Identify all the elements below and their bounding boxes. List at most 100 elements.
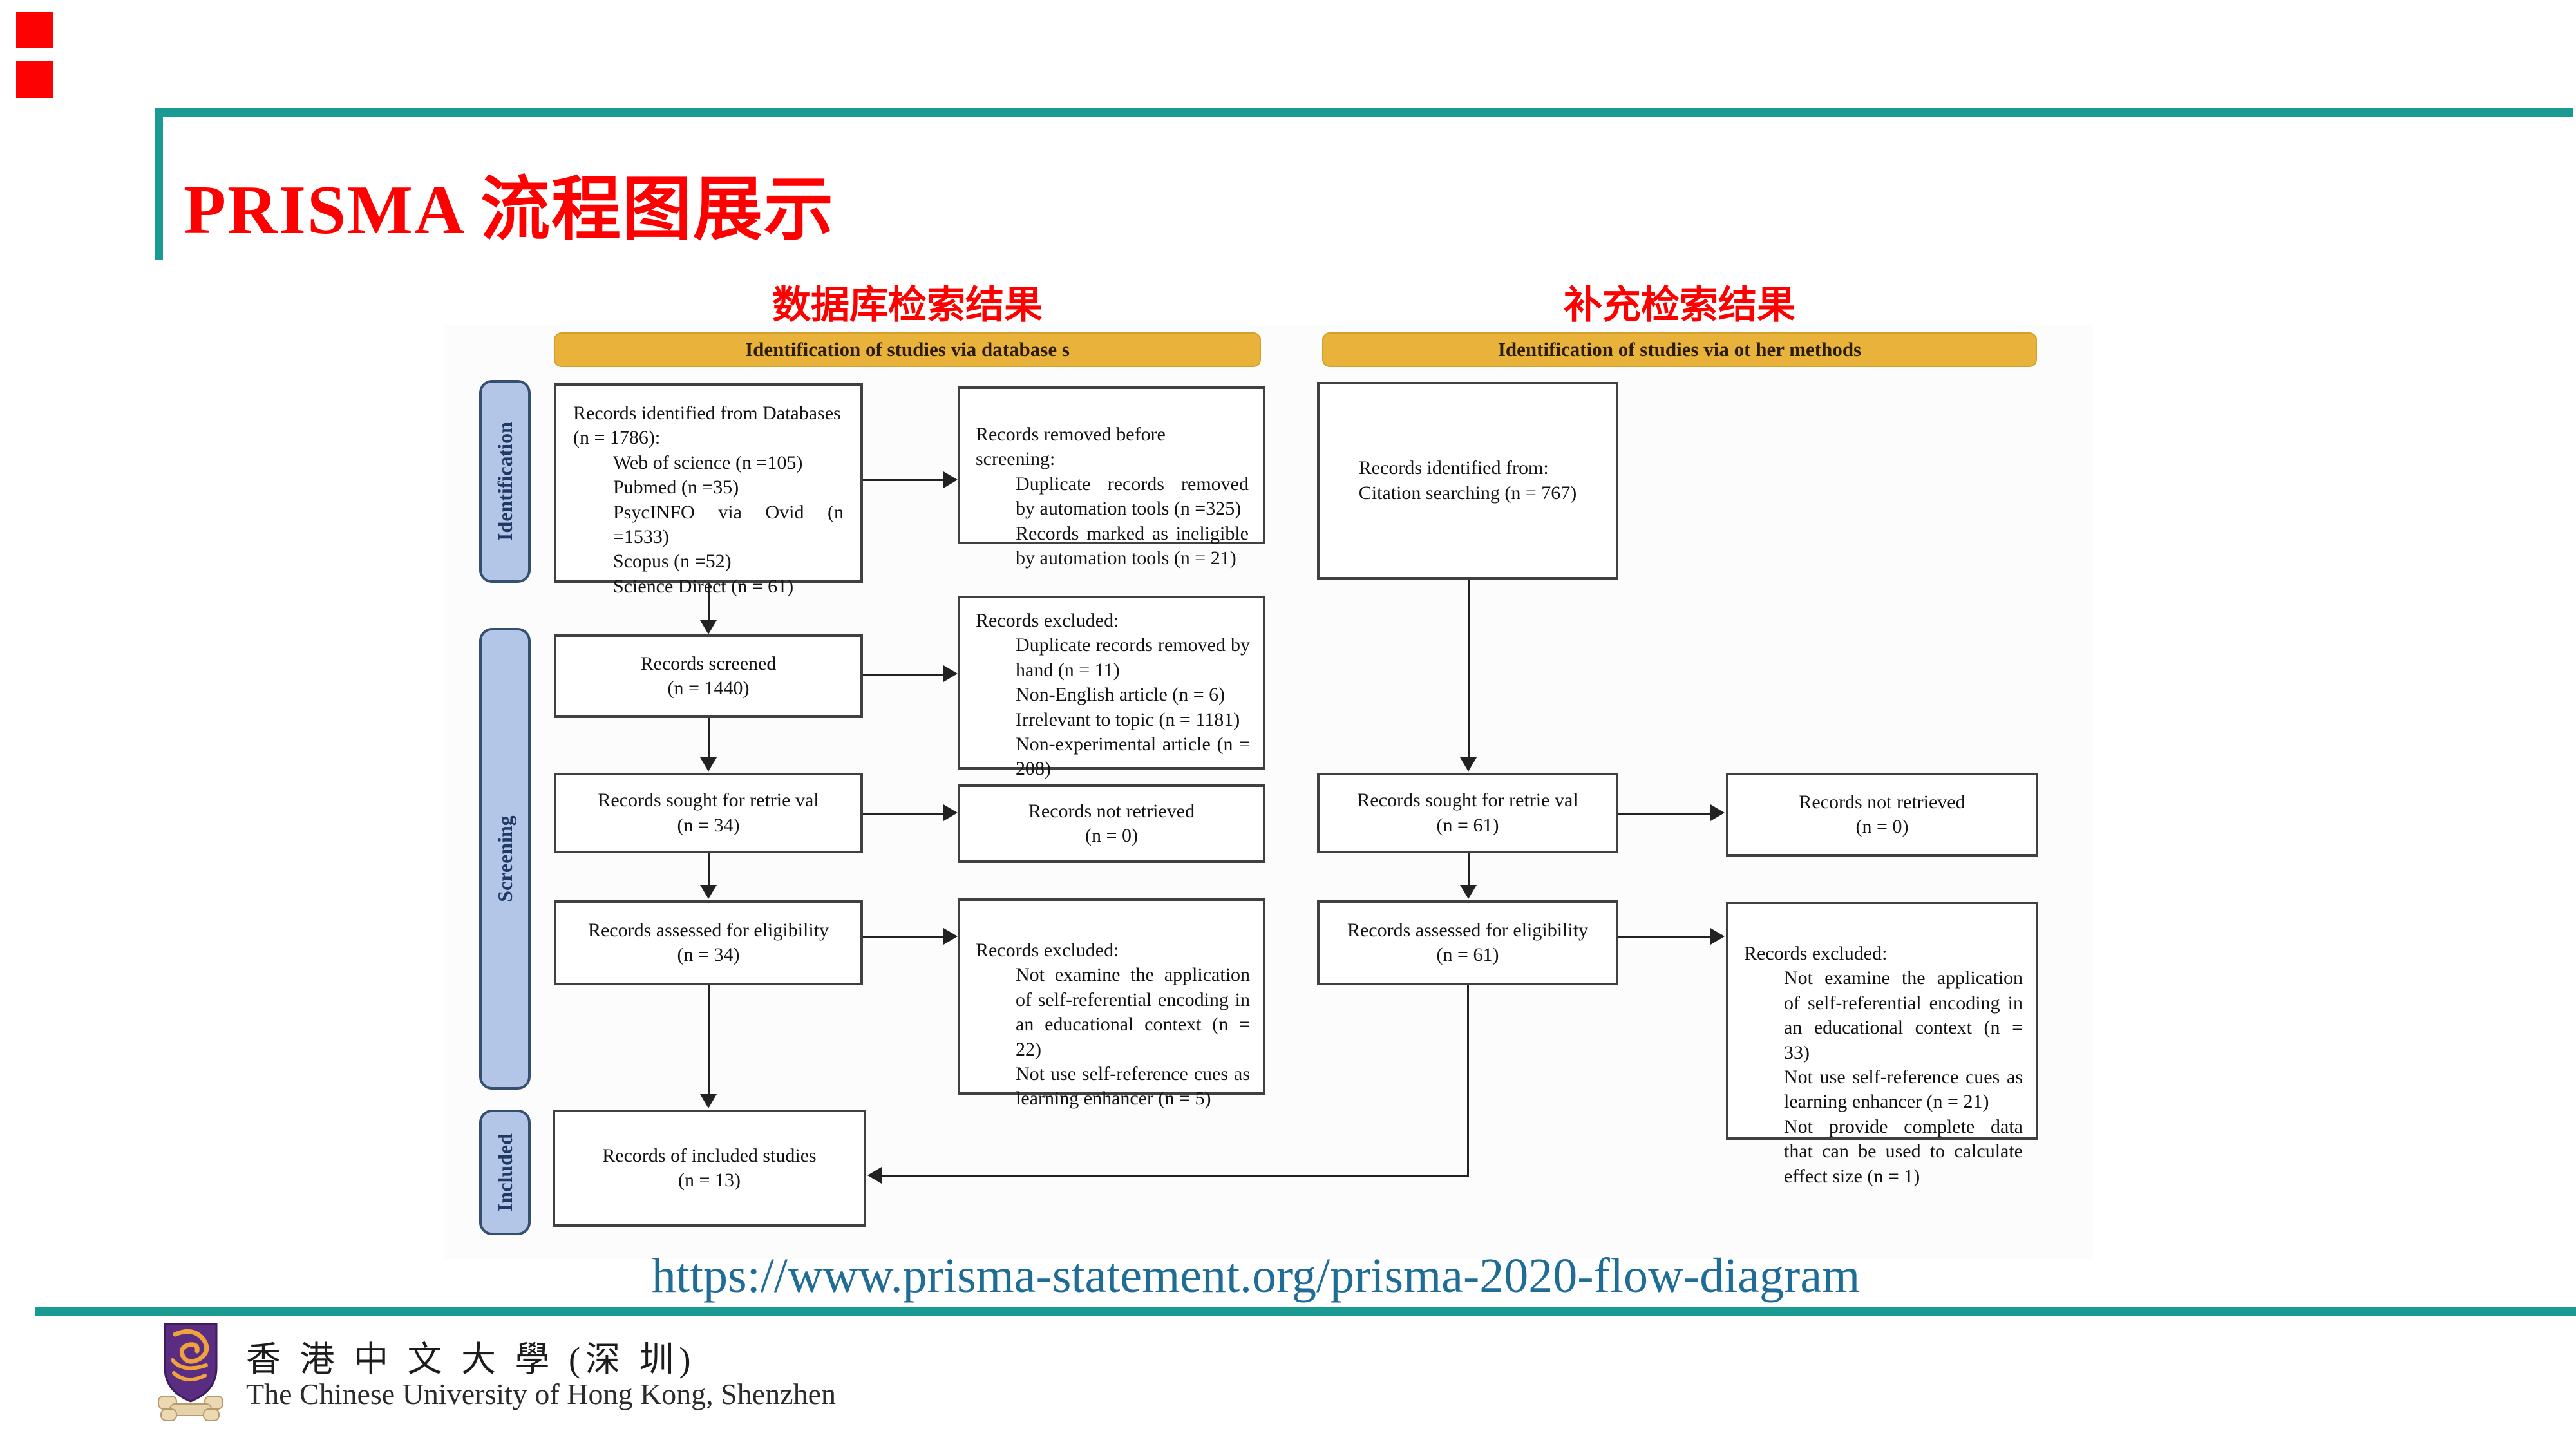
arrow-eligibility-to-excluded-left — [863, 936, 943, 938]
box-line: (n = 61) — [1436, 814, 1499, 836]
box-line: (n = 0) — [1855, 816, 1909, 837]
box-line: Pubmed (n =35) — [613, 477, 739, 498]
corner-square-top — [16, 12, 53, 48]
stage-screening: Screening — [479, 628, 531, 1090]
top-rule — [155, 108, 2573, 117]
box-records-excluded-screening: Records excluded: Duplicate records remo… — [958, 596, 1265, 779]
box-line: Records excluded: — [976, 940, 1119, 961]
arrowhead-right-to-included — [867, 1167, 882, 1184]
box-records-identified-databases: Records identified from Databases (n = 1… — [554, 383, 863, 597]
box-line: Records assessed for eligibility — [1347, 919, 1589, 941]
box-records-excluded-eligibility-left: Records excluded: Not examine the applic… — [958, 898, 1265, 1109]
column-label-database: 数据库检索结果 — [772, 283, 1043, 328]
arrowhead-eligibility-to-included — [700, 1094, 717, 1108]
arrow-sought-to-notretrieved-left — [863, 813, 943, 815]
arrow-sought-to-eligibility-right — [1468, 853, 1470, 885]
box-line: Records excluded: — [1744, 943, 1888, 964]
box-line: Web of science (n =105) — [613, 451, 803, 473]
arrowhead-eligibility-to-excluded-right — [1710, 928, 1725, 945]
box-records-excluded-eligibility-right: Records excluded: Not examine the applic… — [1726, 902, 2038, 1187]
box-line: Duplicate records removed by automation … — [1016, 473, 1249, 520]
cuhk-logo — [157, 1321, 224, 1426]
stage-included: Included — [479, 1110, 531, 1235]
box-eligibility-left: Records assessed for eligibility (n = 34… — [554, 900, 863, 985]
arrowhead-sought-to-eligibility-left — [700, 885, 717, 899]
box-line: Science Direct (n = 61) — [613, 575, 794, 597]
page-title: PRISMA 流程图展示 — [184, 172, 835, 249]
box-line: Records of included studies — [602, 1144, 817, 1166]
box-line: Duplicate records removed by hand (n = 1… — [1016, 634, 1250, 681]
box-line: PsycINFO via Ovid (n =1533) — [613, 501, 844, 547]
box-line: Records assessed for eligibility — [587, 919, 829, 941]
arrowhead-screened-to-excluded — [943, 665, 958, 682]
box-line: (n = 0) — [1085, 825, 1138, 846]
org-name-english: The Chinese University of Hong Kong, She… — [246, 1378, 837, 1410]
arrow-db-to-removed — [863, 479, 943, 481]
bottom-rule — [35, 1307, 2576, 1316]
column-label-supplement: 补充检索结果 — [1564, 283, 1795, 328]
arrow-sought-to-eligibility-left — [708, 853, 710, 885]
box-line: Records screened — [640, 652, 777, 674]
arrowhead-eligibility-to-excluded-left — [943, 928, 958, 945]
stage-identification-label: Identification — [493, 422, 516, 541]
box-line: Records not retrieved — [1799, 791, 1965, 813]
box-line: Not examine the application of self-refe… — [1784, 967, 2023, 1063]
box-line: Records marked as ineligible by automati… — [1016, 522, 1249, 569]
box-citation-identified: Records identified from: Citation search… — [1317, 382, 1618, 580]
box-line: Non-English article (n = 6) — [1016, 684, 1226, 706]
prisma-url: https://www.prisma-statement.org/prisma-… — [451, 1248, 2061, 1304]
arrow-screened-to-excluded — [863, 674, 943, 676]
box-not-retrieved-right: Records not retrieved (n = 0) — [1726, 773, 2038, 857]
box-line: Scopus (n =52) — [613, 551, 732, 573]
arrow-screened-to-sought — [708, 718, 710, 757]
box-sought-retrieval-right: Records sought for retrie val (n = 61) — [1317, 773, 1618, 853]
box-line: Citation searching (n = 767) — [1358, 482, 1577, 504]
box-line: (n = 34) — [677, 944, 740, 965]
cuhk-shield-icon — [158, 1323, 223, 1421]
box-line: Records sought for retrie val — [598, 790, 819, 811]
arrow-citation-to-sought — [1468, 580, 1470, 759]
left-rule — [155, 108, 163, 260]
org-name-chinese: 香 港 中 文 大 學 (深 圳) — [246, 1340, 696, 1379]
stage-included-label: Included — [493, 1133, 516, 1211]
box-line: Non-experimental article (n = 208) — [1016, 733, 1250, 780]
box-records-screened: Records screened (n = 1440) — [554, 634, 863, 718]
arrowhead-db-to-screened — [700, 620, 717, 634]
box-eligibility-right: Records assessed for eligibility (n = 61… — [1317, 900, 1618, 985]
box-line: Records identified from Databases — [573, 402, 841, 424]
box-records-removed-before-screening: Records removed before screening: Duplic… — [958, 386, 1265, 569]
banner-database-methods: Identification of studies via database s — [554, 332, 1261, 367]
prisma-url-link[interactable]: https://www.prisma-statement.org/prisma-… — [651, 1249, 1861, 1303]
banner-other-methods: Identification of studies via ot her met… — [1322, 332, 2037, 367]
arrow-right-eligibility-down — [1467, 985, 1469, 1177]
box-line: Records not retrieved — [1028, 800, 1195, 822]
arrow-sought-to-notretrieved-right — [1618, 813, 1710, 815]
box-line: Not use self-reference cues as learning … — [1016, 1063, 1250, 1110]
box-line: (n = 1786): — [573, 427, 661, 449]
box-not-retrieved-left: Records not retrieved (n = 0) — [958, 784, 1265, 863]
box-line: Records identified from: — [1358, 457, 1549, 479]
box-line: Not use self-reference cues as learning … — [1784, 1066, 2023, 1113]
stage-identification: Identification — [479, 380, 531, 583]
corner-square-bottom — [16, 61, 53, 98]
arrowhead-screened-to-sought — [700, 757, 717, 772]
box-line: (n = 34) — [677, 814, 740, 836]
box-sought-retrieval-left: Records sought for retrie val (n = 34) — [554, 773, 863, 853]
box-line: (n = 13) — [678, 1170, 741, 1191]
box-included-studies: Records of included studies (n = 13) — [553, 1110, 866, 1227]
box-line: Not examine the application of self-refe… — [1016, 964, 1250, 1060]
box-line: Records sought for retrie val — [1357, 790, 1578, 811]
arrow-right-to-included-horizontal — [880, 1175, 1469, 1177]
box-line: (n = 61) — [1436, 944, 1499, 965]
box-line: Records excluded: — [976, 610, 1119, 631]
arrowhead-sought-to-notretrieved-right — [1710, 804, 1725, 821]
box-line: Not provide complete data that can be us… — [1784, 1115, 2023, 1187]
arrow-eligibility-to-excluded-right — [1618, 936, 1710, 938]
box-line: Irrelevant to topic (n = 1181) — [1016, 708, 1240, 730]
stage-screening-label: Screening — [493, 815, 516, 902]
arrowhead-citation-to-sought — [1460, 757, 1477, 772]
arrowhead-sought-to-eligibility-right — [1460, 885, 1477, 899]
arrowhead-sought-to-notretrieved-left — [943, 804, 958, 821]
arrow-db-to-screened — [708, 583, 710, 620]
